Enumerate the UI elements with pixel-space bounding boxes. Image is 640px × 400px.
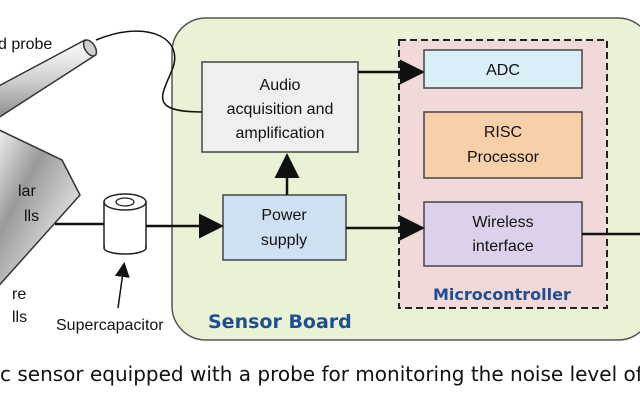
probe-to-audio-cable (95, 30, 203, 113)
sensor-board-label: Sensor Board (208, 311, 352, 333)
adc-label: ADC (486, 62, 520, 79)
supercapacitor-pointer (114, 262, 130, 309)
solar-label-fragment-2: lls (24, 208, 39, 225)
audio-label-line-2: acquisition and (227, 101, 334, 118)
other-label-fragment-1: re (12, 286, 26, 303)
audio-label-line-1: Audio (260, 77, 301, 94)
wireless-label-line-2: interface (472, 238, 533, 255)
wireless-label-line-1: Wireless (472, 214, 533, 231)
supercapacitor-icon (103, 193, 147, 255)
system-diagram: d probe lar lls re lls Supercapacitor Au… (0, 17, 640, 341)
other-label-fragment-2: lls (12, 309, 27, 326)
probe-label: d probe (0, 36, 52, 53)
power-label-line-1: Power (261, 207, 307, 224)
adc-box (423, 49, 583, 89)
solar-label-fragment-1: lar (18, 183, 36, 200)
wireless-interface-box (423, 201, 583, 267)
probe-icon (0, 38, 98, 118)
audio-label-line-3: amplification (236, 125, 325, 142)
supercapacitor-label: Supercapacitor (56, 317, 164, 334)
microcontroller-label: Microcontroller (433, 285, 571, 304)
risc-label-line-1: RISC (484, 124, 522, 141)
power-label-line-2: supply (261, 232, 307, 249)
risc-processor-box (423, 111, 583, 179)
figure-caption: c sensor equipped with a probe for monit… (0, 362, 640, 386)
solar-panel-icon (0, 129, 81, 286)
audio-acquisition-box (201, 61, 359, 153)
risc-label-line-2: Processor (467, 149, 540, 166)
power-supply-box (222, 194, 347, 261)
